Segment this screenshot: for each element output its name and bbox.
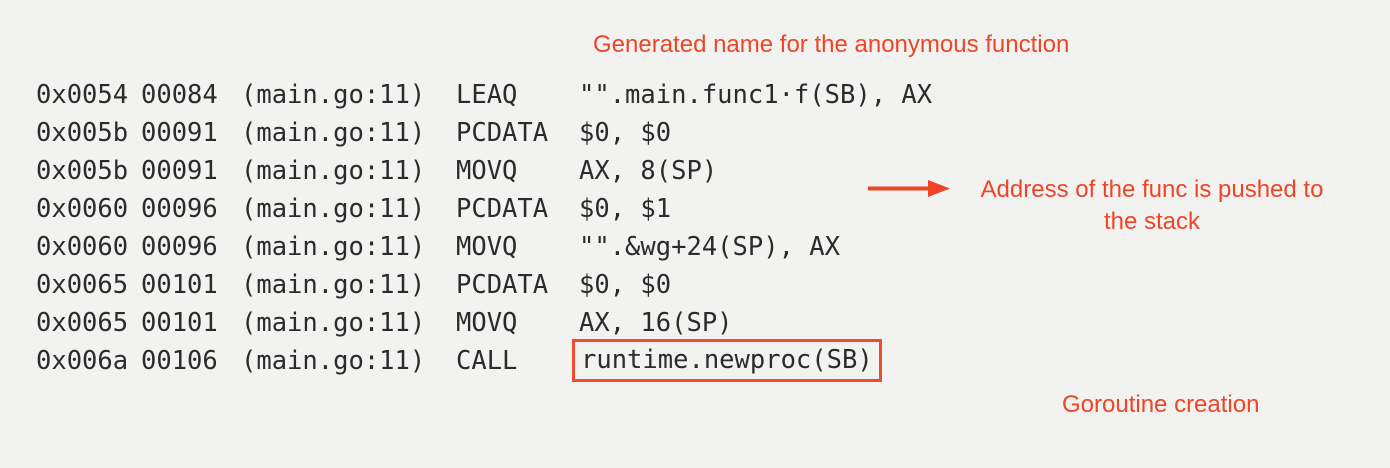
instruction-mnemonic: PCDATA bbox=[456, 194, 549, 224]
instruction-address: 0x005b bbox=[36, 118, 129, 148]
assembly-line: 0x0065 00101 (main.go:11) PCDATA $0, $0 bbox=[36, 266, 932, 304]
source-location: (main.go:11) bbox=[241, 232, 426, 262]
instruction-operands: "".main.func1·f(SB), AX bbox=[579, 80, 933, 110]
assembly-line: 0x0065 00101 (main.go:11) MOVQ AX, 16(SP) bbox=[36, 304, 932, 342]
instruction-operands: "".&wg+24(SP), AX bbox=[579, 232, 840, 262]
source-location: (main.go:11) bbox=[241, 194, 426, 224]
instruction-address: 0x006a bbox=[36, 346, 129, 376]
instruction-mnemonic: MOVQ bbox=[456, 308, 518, 338]
source-location: (main.go:11) bbox=[241, 346, 426, 376]
instruction-mnemonic: MOVQ bbox=[456, 232, 518, 262]
assembly-line: 0x005b 00091 (main.go:11) MOVQ AX, 8(SP) bbox=[36, 152, 932, 190]
annotation-generated-name: Generated name for the anonymous functio… bbox=[593, 31, 1070, 58]
assembly-listing: 0x0054 00084 (main.go:11) LEAQ "".main.func1… bbox=[36, 76, 932, 382]
source-location: (main.go:11) bbox=[241, 80, 426, 110]
instruction-offset: 00091 bbox=[141, 156, 218, 186]
assembly-line: 0x006a 00106 (main.go:11) CALL runtime.newpr… bbox=[36, 339, 932, 382]
source-location: (main.go:11) bbox=[241, 270, 426, 300]
assembly-line: 0x0054 00084 (main.go:11) LEAQ "".main.func1… bbox=[36, 76, 932, 114]
instruction-operands: $0, $1 bbox=[579, 194, 672, 224]
instruction-address: 0x0060 bbox=[36, 194, 129, 224]
assembly-line: 0x0060 00096 (main.go:11) MOVQ "".&wg+24(SP)… bbox=[36, 228, 932, 266]
instruction-offset: 00101 bbox=[141, 270, 218, 300]
instruction-offset: 00101 bbox=[141, 308, 218, 338]
instruction-operands: $0, $0 bbox=[579, 118, 672, 148]
instruction-mnemonic: PCDATA bbox=[456, 118, 549, 148]
instruction-offset: 00096 bbox=[141, 194, 218, 224]
annotation-goroutine-creation: Goroutine creation bbox=[1062, 391, 1260, 418]
instruction-address: 0x0060 bbox=[36, 232, 129, 262]
instruction-address: 0x0065 bbox=[36, 270, 129, 300]
instruction-mnemonic: LEAQ bbox=[456, 80, 518, 110]
instruction-offset: 00106 bbox=[141, 346, 218, 376]
instruction-offset: 00091 bbox=[141, 118, 218, 148]
annotation-address-push: Address of the func is pushed to the sta… bbox=[980, 176, 1324, 235]
source-location: (main.go:11) bbox=[241, 118, 426, 148]
highlighted-call-target: runtime.newproc(SB) bbox=[572, 339, 882, 382]
instruction-operands: AX, 8(SP) bbox=[579, 156, 718, 186]
instruction-mnemonic: MOVQ bbox=[456, 156, 518, 186]
instruction-operands: AX, 16(SP) bbox=[579, 308, 733, 338]
assembly-line: 0x005b 00091 (main.go:11) PCDATA $0, $0 bbox=[36, 114, 932, 152]
instruction-address: 0x0054 bbox=[36, 80, 129, 110]
assembly-line: 0x0060 00096 (main.go:11) PCDATA $0, $1 bbox=[36, 190, 932, 228]
instruction-address: 0x005b bbox=[36, 156, 129, 186]
instruction-offset: 00084 bbox=[141, 80, 218, 110]
instruction-operands: $0, $0 bbox=[579, 270, 672, 300]
instruction-mnemonic: PCDATA bbox=[456, 270, 549, 300]
instruction-address: 0x0065 bbox=[36, 308, 129, 338]
source-location: (main.go:11) bbox=[241, 308, 426, 338]
instruction-offset: 00096 bbox=[141, 232, 218, 262]
source-location: (main.go:11) bbox=[241, 156, 426, 186]
arrow-right-icon bbox=[868, 180, 950, 197]
instruction-mnemonic: CALL bbox=[456, 346, 518, 376]
